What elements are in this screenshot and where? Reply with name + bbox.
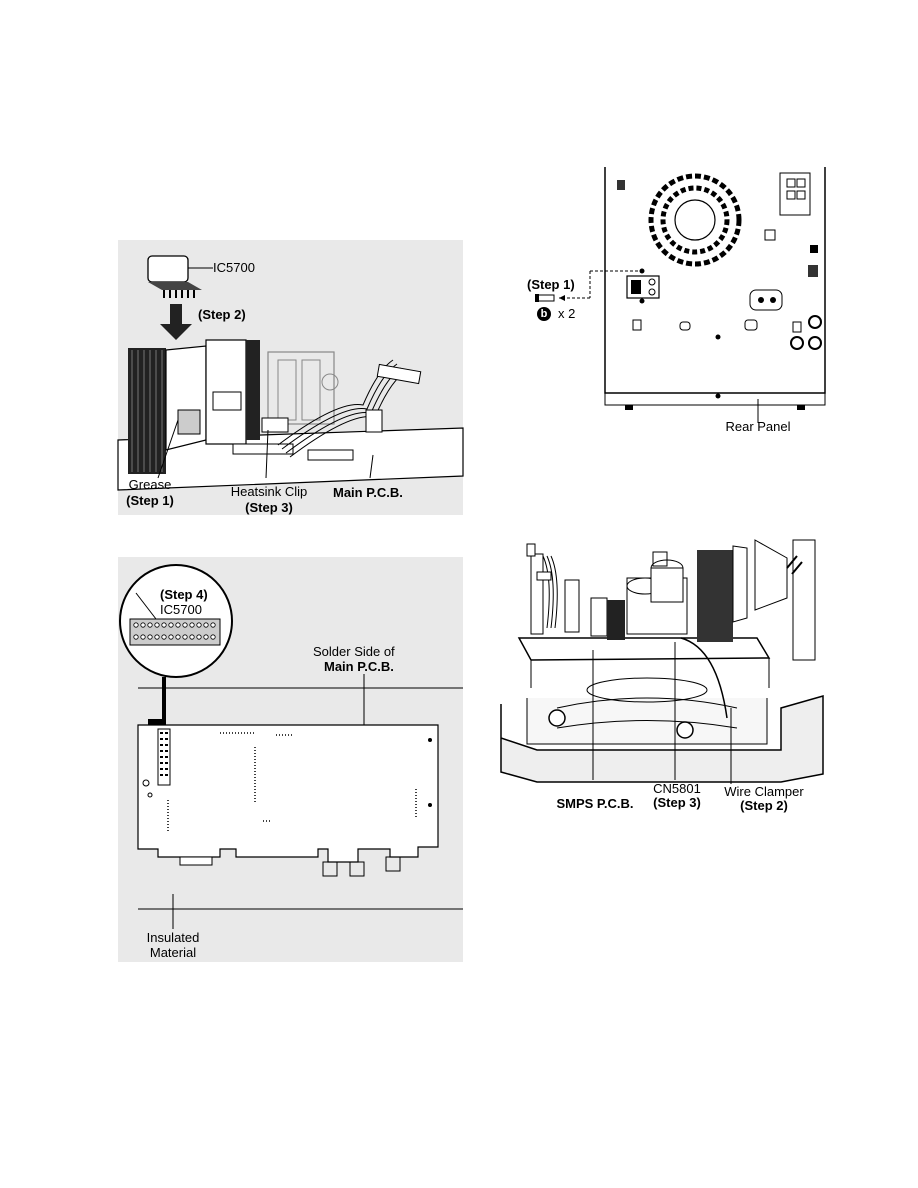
- solder-side-label: Solder Side of: [313, 644, 395, 659]
- screw-b-icon: b: [537, 307, 551, 321]
- cn5801-label: CN5801: [653, 781, 701, 796]
- cn5801-step-label: (Step 3): [653, 795, 701, 810]
- rear-panel-drawing: [535, 167, 826, 423]
- main-pcb-solder-label: Main P.C.B.: [324, 659, 394, 674]
- step4-label: (Step 4): [160, 587, 208, 602]
- ic5700-label: IC5700: [213, 260, 255, 275]
- ic5700-chip: [147, 255, 213, 298]
- smps-drawing: [497, 538, 827, 813]
- wire-clamper-label: Wire Clamper: [724, 784, 804, 799]
- material-label: Material: [149, 945, 197, 960]
- ic5700-magnified-label: IC5700: [160, 602, 202, 617]
- insulated-label: Insulated: [146, 930, 200, 945]
- grease-step-label: (Step 1): [126, 493, 174, 508]
- figure-smps-pcb: SMPS P.C.B. CN5801 (Step 3) Wire Clamper…: [497, 538, 827, 813]
- main-pcb-label: Main P.C.B.: [333, 485, 403, 500]
- fan-grille: [648, 173, 742, 267]
- heatsink-clip-label: Heatsink Clip: [230, 484, 308, 499]
- grease-label: Grease: [128, 477, 172, 492]
- smps-pcb-label: SMPS P.C.B.: [556, 796, 634, 811]
- figure-ic-heatsink: IC5700 (Step 2) Grease (Step 1) Heatsink…: [117, 240, 464, 515]
- screw-qty-label: x 2: [558, 306, 576, 321]
- screw-icon: [535, 294, 555, 302]
- step2-label: (Step 2): [198, 307, 246, 322]
- heatsink-clip-step-label: (Step 3): [245, 500, 293, 515]
- wire-clamper-step-label: (Step 2): [740, 798, 788, 813]
- heatsink-drawing: [117, 240, 464, 515]
- figure-rear-panel: (Step 1) b x 2 Rear Panel: [525, 165, 835, 440]
- solder-side-drawing: [118, 557, 463, 962]
- step1-label: (Step 1): [527, 277, 575, 292]
- down-arrow-icon: [160, 304, 192, 340]
- figure-solder-side: (Step 4) IC5700 Solder Side of Main P.C.…: [118, 557, 463, 962]
- rear-panel-label: Rear Panel: [725, 419, 791, 434]
